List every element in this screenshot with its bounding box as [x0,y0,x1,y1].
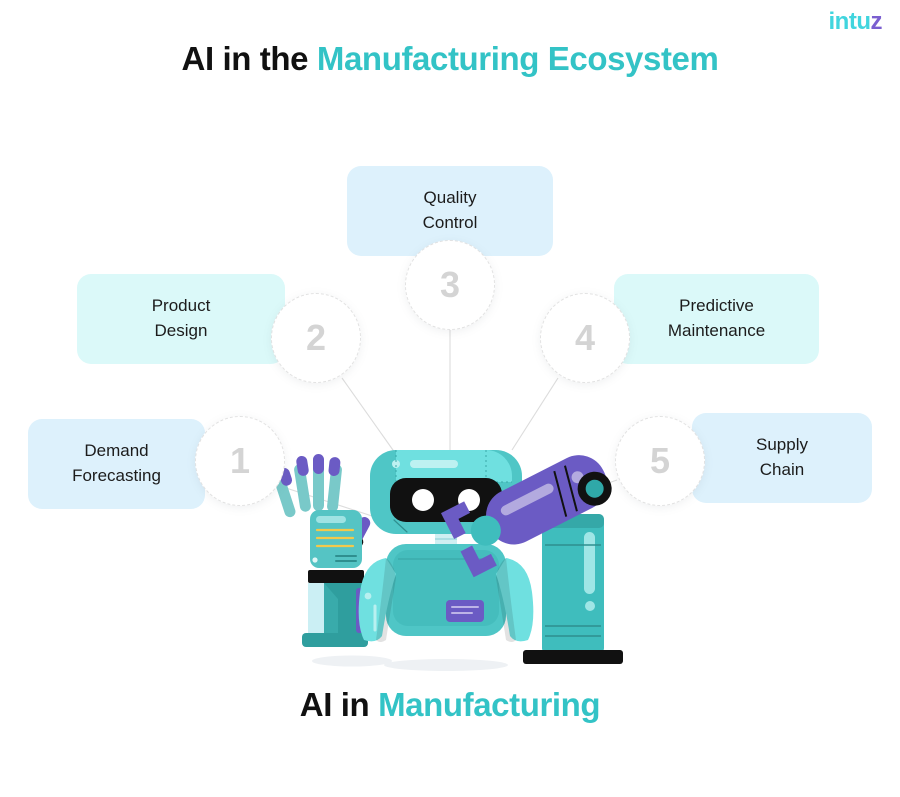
node-label-line2: Control [422,213,478,232]
robot-arm-left-shadow [376,558,396,642]
arm-joint-inner [585,479,604,498]
robot-arm-right [496,558,534,642]
connector-line-2 [341,377,401,461]
node-label-line1: Product [151,296,211,316]
node-number-1[interactable]: 1 [195,416,285,506]
robot-arm-right-shadow [496,558,516,642]
arm-boom-group [440,455,612,578]
arm-pedestal-seams [545,544,601,637]
node-box-product-design[interactable]: Product Design [77,274,285,364]
arm-pedestal-dot [585,601,595,611]
robot-visor [390,478,502,522]
hand-palm-highlight [316,516,346,523]
hand-base [302,633,368,647]
node-number-4[interactable]: 4 [540,293,630,383]
node-label-line1: Supply [756,435,808,455]
node-label-line1: Predictive [679,296,754,316]
industrial-robot-arm [440,455,623,664]
shadow-robot [384,659,508,671]
arm-boom-highlight [500,483,554,516]
node-label-line1: Demand [84,441,149,461]
arm-gripper-claw-top [440,501,471,539]
humanoid-robot [358,450,534,642]
shadow-hand [312,655,392,667]
page-title-accent: Manufacturing Ecosystem [316,40,719,77]
node-number-2[interactable]: 2 [271,293,361,383]
robot-head-dot [392,460,400,468]
hand-wrist-band [308,570,364,583]
node-box-demand-forecasting[interactable]: Demand Forecasting [28,419,205,509]
connector-line-4 [511,377,559,451]
arm-base-plate [523,650,623,664]
node-box-predictive-maintenance[interactable]: Predictive Maintenance [614,274,819,364]
ai-manufacturing-illustration [274,450,623,671]
hand-palm-lines [315,528,355,548]
page-title: AI in the Manufacturing Ecosystem [0,40,900,78]
arm-gripper-neck [470,515,501,546]
robot-arm-left [358,558,396,642]
node-label-line2: Forecasting [72,466,161,485]
hand-palm-grill [335,555,357,562]
robotic-hand [274,454,371,647]
footer-title-accent: Manufacturing [378,686,601,723]
node-label-line2: Design [154,321,208,340]
node-number-3[interactable]: 3 [405,240,495,330]
robot-head-highlight [410,460,458,468]
robot-eye-left [412,489,434,511]
node-number-5[interactable]: 5 [615,416,705,506]
robot-chest-panel [446,600,484,622]
arm-pedestal-highlight [584,532,595,594]
robot-chest-lines [451,606,479,614]
robot-arm-left-dot [364,592,372,600]
hand-forearm-panel [324,583,338,636]
node-label-line2: Chain [759,460,805,479]
hand-forearm-highlight [308,583,324,636]
footer-title: AI in Manufacturing [0,686,900,724]
page-title-plain: AI in the [181,40,317,77]
logo-text-main: intu [828,8,871,35]
footer-title-plain: AI in [299,686,379,723]
logo-text-accent: z [870,8,883,35]
node-label-line1: Quality [423,188,477,208]
node-box-supply-chain[interactable]: Supply Chain [692,413,872,503]
arm-gripper-claw-bottom [460,545,497,578]
node-label-line2: Maintenance [667,321,766,340]
hand-palm-dot [312,557,318,563]
intuz-logo: intuz [828,8,883,35]
arm-boom-stripes [553,465,578,517]
